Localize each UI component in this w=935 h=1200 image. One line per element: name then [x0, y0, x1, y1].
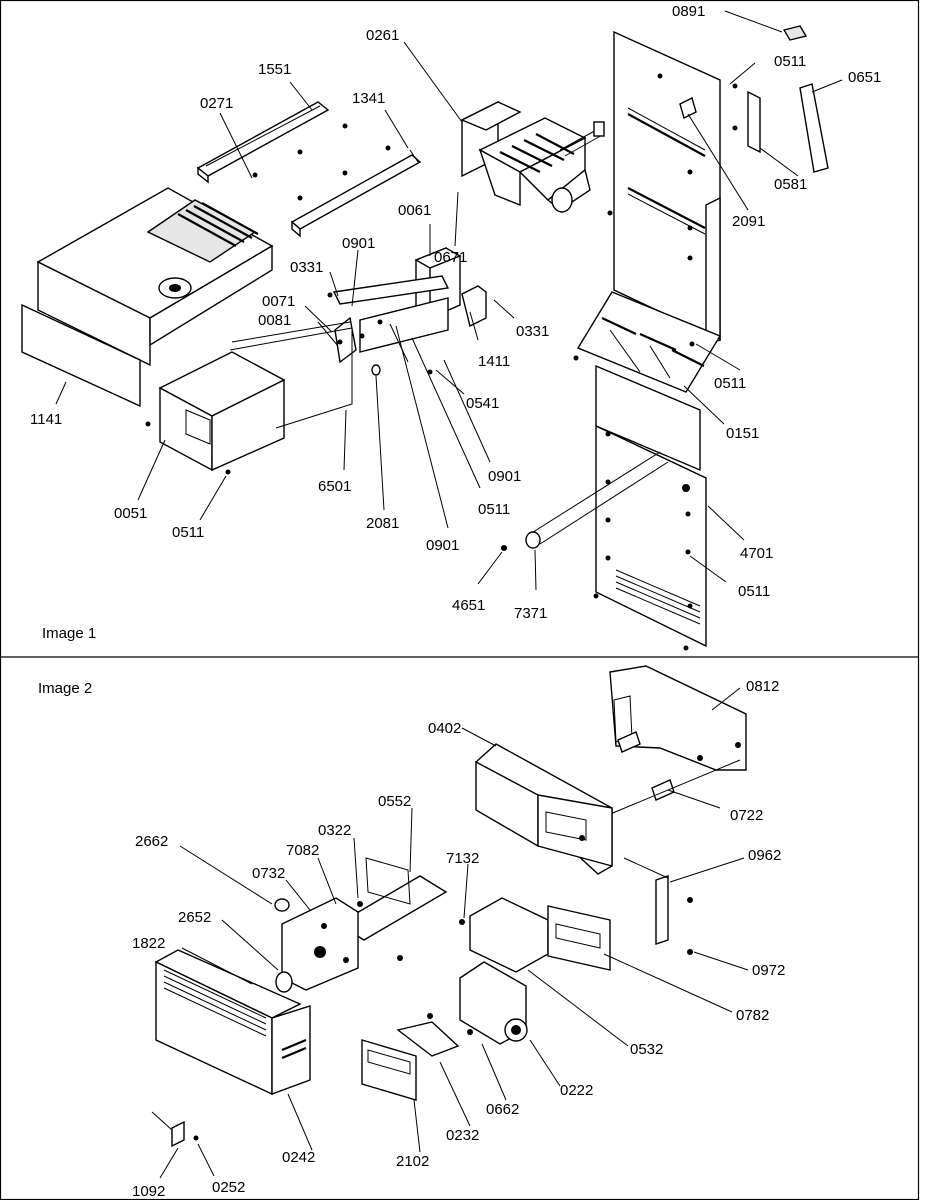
parts-0232-2102	[361, 1021, 460, 1101]
panel-2: Image 2 0812 0402 0722 0552 0322 7082 26…	[38, 665, 785, 1200]
callout-0511-e: 0511	[738, 583, 770, 600]
leader-lines-panel-2	[151, 687, 749, 1179]
callout-0891: 0891	[672, 3, 705, 20]
callout-0331: 0331	[290, 259, 323, 276]
callout-1822: 1822	[132, 935, 165, 952]
shelf-part-0151	[573, 291, 722, 393]
callout-1551: 1551	[258, 61, 291, 78]
callout-0151: 0151	[726, 425, 759, 442]
callout-0532: 0532	[630, 1041, 663, 1058]
callout-0901-c: 0901	[426, 537, 459, 554]
callout-0271: 0271	[200, 95, 233, 112]
callout-1092: 1092	[132, 1183, 165, 1200]
callout-2652: 2652	[178, 909, 211, 926]
callout-4701: 4701	[740, 545, 773, 562]
callout-2102: 2102	[396, 1153, 429, 1170]
housing-part-0402	[474, 743, 613, 875]
callout-0552: 0552	[378, 793, 411, 810]
callout-1341: 1341	[352, 90, 385, 107]
callout-0511: 0511	[774, 53, 806, 70]
parts-1092-0252	[171, 1120, 199, 1148]
callout-0402: 0402	[428, 720, 461, 737]
callout-2091: 2091	[732, 213, 765, 230]
callout-2662: 2662	[135, 833, 168, 850]
cap-part-0891	[782, 25, 808, 41]
panel-1: 0891 0511 0651 0261 1551 1341 0271 0581 …	[21, 3, 881, 651]
callout-1411: 1411	[478, 353, 510, 370]
cover-plate-0051	[145, 321, 353, 475]
panel-2-caption: Image 2	[38, 680, 92, 697]
callout-0671: 0671	[434, 249, 467, 266]
callout-7132: 7132	[446, 850, 479, 867]
callout-0732: 0732	[252, 865, 285, 882]
callout-0962: 0962	[748, 847, 781, 864]
frame-parts-0532-0782	[469, 897, 611, 973]
lower-panel-part-4701	[593, 364, 707, 651]
callout-0261: 0261	[366, 27, 399, 44]
callout-0972: 0972	[752, 962, 785, 979]
callout-0901-b: 0901	[488, 468, 521, 485]
callout-0061: 0061	[398, 202, 431, 219]
callout-0252: 0252	[212, 1179, 245, 1196]
callout-6501: 6501	[318, 478, 351, 495]
tube-parts-7371-4651	[501, 451, 669, 551]
callout-7082: 7082	[286, 842, 319, 859]
callout-0511-c: 0511	[172, 524, 204, 541]
front-panel-part-0242	[154, 949, 311, 1096]
callout-0581: 0581	[774, 176, 807, 193]
callout-1141: 1141	[30, 411, 62, 428]
callout-0331-b: 0331	[516, 323, 549, 340]
callout-2081: 2081	[366, 515, 399, 532]
callout-4651: 4651	[452, 597, 485, 614]
callout-7371: 7371	[514, 605, 547, 622]
callout-0322: 0322	[318, 822, 351, 839]
rail-parts-0271-1551-1341	[196, 101, 422, 238]
callout-0511-d: 0511	[478, 501, 510, 518]
ice-bucket-part-1141	[21, 187, 274, 408]
panel-1-caption: Image 1	[42, 625, 96, 642]
callout-0782: 0782	[736, 1007, 769, 1024]
callout-0511-b: 0511	[714, 375, 746, 392]
callout-0722: 0722	[730, 807, 763, 824]
bracket-part-0812	[609, 665, 747, 771]
callout-0222: 0222	[560, 1082, 593, 1099]
brackets-0581-0651-2091	[679, 83, 829, 173]
switch-bracket-parts	[327, 275, 450, 376]
callout-0051: 0051	[114, 505, 147, 522]
callout-0232: 0232	[446, 1127, 479, 1144]
ice-maker-part-0261	[460, 100, 605, 213]
callout-labels-panel-1: 0891 0511 0651 0261 1551 1341 0271 0581 …	[30, 3, 881, 622]
callout-labels-panel-2: Image 2 0812 0402 0722 0552 0322 7082 26…	[38, 678, 785, 1200]
leader-lines-panel-1	[55, 10, 843, 591]
callout-0081: 0081	[258, 312, 291, 329]
body-part-0732	[255, 897, 359, 993]
callout-0651: 0651	[848, 69, 881, 86]
callout-0541: 0541	[466, 395, 499, 412]
callout-0662: 0662	[486, 1101, 519, 1118]
housing-part-0222	[427, 961, 528, 1045]
callout-0812: 0812	[746, 678, 779, 695]
callout-0901: 0901	[342, 235, 375, 252]
callout-0071: 0071	[262, 293, 295, 310]
bracket-parts-0962-0972	[623, 857, 693, 955]
callout-0242: 0242	[282, 1149, 315, 1166]
